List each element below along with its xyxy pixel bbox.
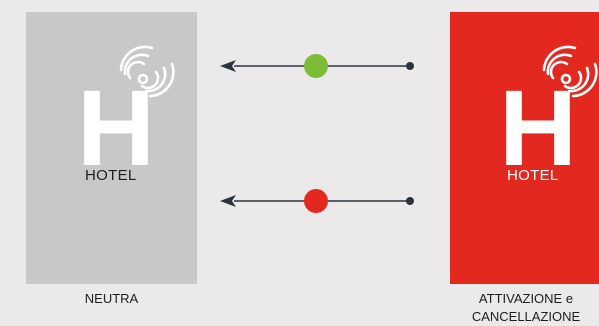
connector-end-dot bbox=[406, 62, 414, 70]
activation-caption-line-2: CANCELLAZIONE bbox=[471, 309, 581, 324]
nfc-wireless-icon bbox=[542, 45, 598, 98]
active-hotel-card: H HOTEL bbox=[450, 12, 599, 284]
connector-arrow-top bbox=[220, 54, 414, 78]
neutral-caption: NEUTRA bbox=[84, 291, 139, 306]
activation-caption-line-1: ATTIVAZIONE e bbox=[478, 291, 574, 306]
red-status-dot bbox=[304, 189, 328, 213]
connector-arrow-bottom bbox=[220, 189, 414, 213]
hotel-logo-letter: H bbox=[499, 67, 577, 188]
neutral-hotel-card: H HOTEL bbox=[26, 12, 197, 284]
activation-caption: ATTIVAZIONE e CANCELLAZIONE bbox=[456, 290, 596, 326]
arrow-head bbox=[220, 195, 236, 207]
hotel-label: HOTEL bbox=[507, 167, 559, 184]
nfc-wireless-icon bbox=[119, 45, 175, 98]
arrow-head bbox=[220, 60, 236, 72]
green-status-dot bbox=[304, 54, 328, 78]
connector-end-dot bbox=[406, 197, 414, 205]
hotel-logo-letter: H bbox=[77, 67, 155, 188]
hotel-label: HOTEL bbox=[85, 167, 137, 184]
